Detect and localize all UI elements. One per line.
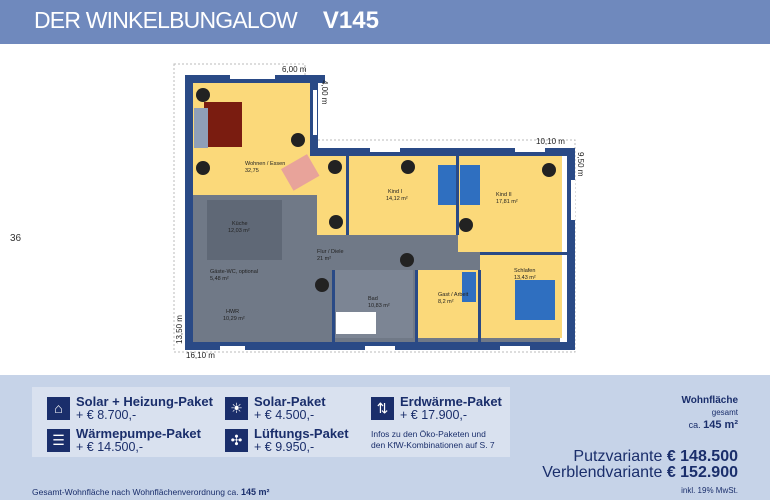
room-area: 32,75 [245,168,259,174]
room-label: Küche [232,221,248,227]
room-label: HWR [226,309,239,315]
sofa [194,108,208,148]
page-title: DER WINKELBUNGALOW [34,7,298,33]
package-waermepumpe: ☰ Wärmepumpe-Paket+ € 14.500,- [47,427,201,454]
room-area: 5,48 m² [210,276,229,282]
dining-table [281,154,320,191]
dim-top: 6,00 m [282,65,307,74]
room-area: 21 m² [317,256,331,262]
plants [196,88,556,292]
room-label: Kind I [388,189,403,195]
bed [460,165,480,205]
sun-icon: ☀ [225,397,248,420]
wohnflaeche-summary: Wohnfläche gesamt ca. 145 m² [681,395,738,431]
room-kueche [207,200,282,260]
room-area: 14,12 m² [386,196,408,202]
dim-top-right-vertical: 4,00 m [320,80,329,105]
dim-right: 10,10 m [536,137,565,146]
total-area: Gesamt-Wohnfläche nach Wohnflächenverord… [32,487,270,497]
dim-right-vertical: 9,50 m [576,152,585,177]
room-area: 10,29 m² [223,316,245,322]
room-label: Gäste-WC, optional [210,269,258,275]
room-label: Kind II [496,192,512,198]
package-solar-heizung: ⌂ Solar + Heizung-Paket+ € 8.700,- [47,395,213,422]
room-label: Flur / Diele [317,249,344,255]
package-solar: ☀ Solar-Paket+ € 4.500,- [225,395,326,422]
windows [220,75,575,350]
house-roof-icon: ⌂ [47,397,70,420]
fan-icon: ✣ [225,429,248,452]
title-row: DER WINKELBUNGALOW V145 [34,7,379,35]
room-area: 13,43 m² [514,275,536,281]
footer-panel: ⌂ Solar + Heizung-Paket+ € 8.700,- ☰ Wär… [0,375,770,500]
vat-note: inkl. 19% MwSt. [681,486,738,495]
room-label: Bad [368,296,378,302]
room-area: 10,83 m² [368,303,390,309]
page-number: 36 [10,233,22,244]
package-erdwaerme: ⇅ Erdwärme-Paket+ € 17.900,- [371,395,502,422]
room-area: 17,81 m² [496,199,518,205]
room-area: 12,03 m² [228,228,250,234]
dim-bottom: 16,10 m [186,351,215,360]
room-label: Schlafen [514,268,535,274]
room-label: Gast / Arbeit [438,292,469,298]
geothermal-icon: ⇅ [371,397,394,420]
header-bar: DER WINKELBUNGALOW V145 [0,0,770,44]
heat-coil-icon: ☰ [47,429,70,452]
bed [438,165,458,205]
carpet [204,102,242,147]
floor-plan: 6,00 m 4,00 m 10,10 m 9,50 m 13,50 m 16,… [173,63,585,360]
model-number: V145 [322,7,379,34]
dim-left-vertical: 13,50 m [175,315,184,344]
bathtub [336,312,376,334]
package-lueftung: ✣ Lüftungs-Paket+ € 9.950,- [225,427,349,454]
room-label: Wohnen / Essen [245,161,285,167]
bed [462,272,476,302]
bed [515,280,555,320]
prices: Putzvariante € 148.500 Verblendvariante … [542,448,738,481]
packages-box: ⌂ Solar + Heizung-Paket+ € 8.700,- ☰ Wär… [32,387,510,457]
room-area: 8,2 m² [438,299,454,305]
dimension-outline [173,63,576,353]
